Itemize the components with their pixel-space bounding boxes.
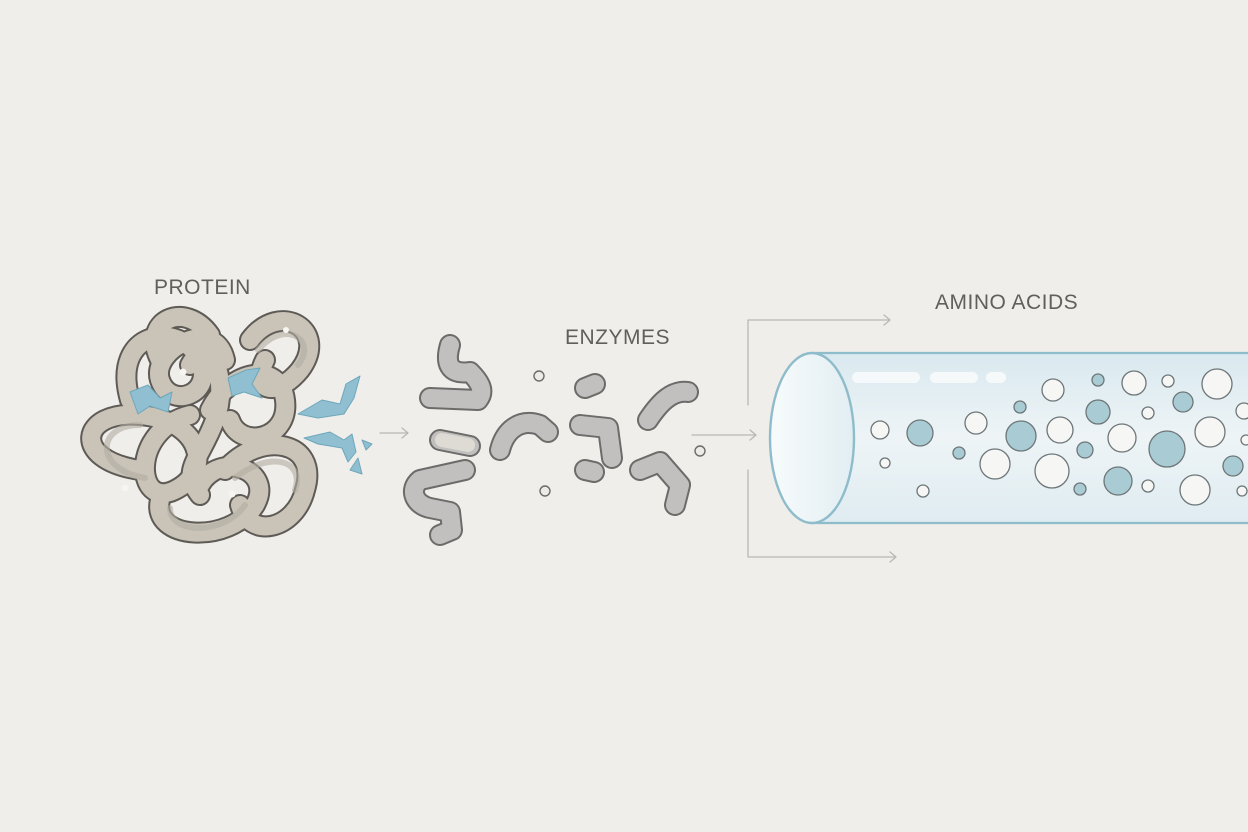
amino-acid-bead-icon: [870, 368, 1248, 506]
protein-ribbon-icon: [80, 306, 321, 544]
enzymes-label: ENZYMES: [565, 326, 671, 349]
enzyme-shard-icon: [129, 367, 373, 475]
protein-label: PROTEIN: [154, 276, 251, 299]
flow-arrows: [379, 314, 897, 563]
amino-acids-label: AMINO ACIDS: [935, 291, 1079, 314]
peptide-fragment-icon: [402, 334, 706, 546]
